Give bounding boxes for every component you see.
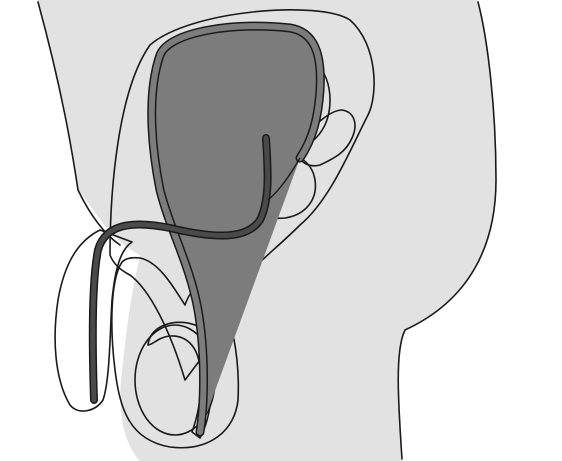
anatomy-illustration bbox=[0, 0, 562, 461]
anatomy-figure bbox=[0, 0, 562, 461]
